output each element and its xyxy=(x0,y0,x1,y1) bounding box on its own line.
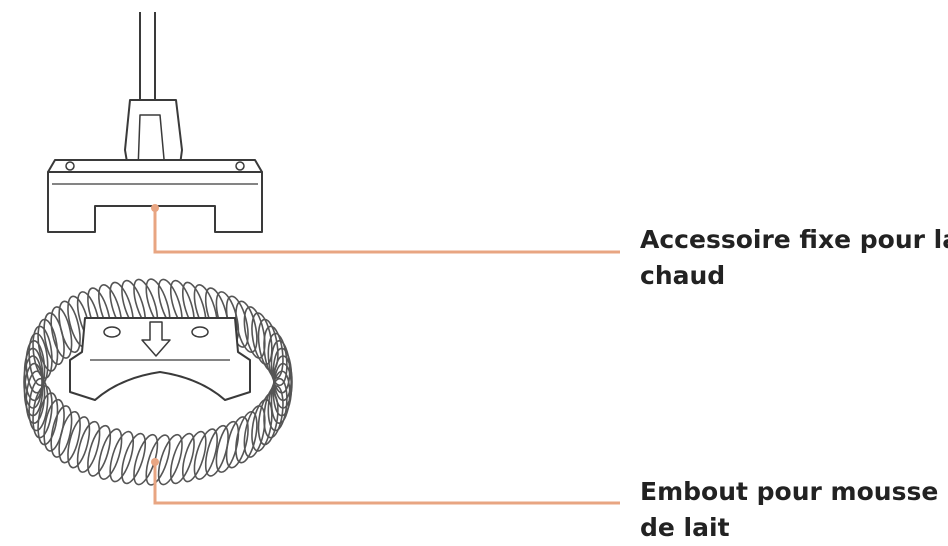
coil-loop xyxy=(43,398,65,452)
coil-loop xyxy=(67,416,91,469)
coil-loop xyxy=(28,377,49,432)
leader-line-2 xyxy=(153,462,620,505)
callout-2-line-1: Embout pour mousse xyxy=(640,477,939,506)
coil-loop xyxy=(263,325,284,379)
coil-loop xyxy=(37,318,59,372)
coil-loop xyxy=(58,300,81,354)
coil-loop xyxy=(169,432,195,485)
attachment-body xyxy=(47,171,263,233)
coil-loop xyxy=(87,424,112,477)
coil-loop xyxy=(267,332,288,387)
hot-milk-attachment-drawing xyxy=(47,12,263,233)
coil-loop xyxy=(204,424,229,477)
coil-loop xyxy=(235,410,258,464)
froth-tip-drawing xyxy=(23,278,293,486)
coil-loop xyxy=(50,306,73,359)
coil-loop xyxy=(157,433,183,486)
coil-loop xyxy=(109,430,135,483)
inner-plate xyxy=(69,317,251,401)
callout-froth-tip: Embout pour mousse de lait xyxy=(640,474,938,546)
coil-loop xyxy=(25,370,46,424)
arrow-icon xyxy=(141,321,171,357)
coil-loop xyxy=(181,430,207,483)
coil-loop xyxy=(263,385,284,439)
top-bar xyxy=(47,159,263,173)
coil-loop xyxy=(37,392,59,446)
callout-2-line-2: de lait xyxy=(640,513,730,542)
coil-loop xyxy=(76,420,101,473)
coil-loop xyxy=(272,347,293,402)
top-bar-hole-right xyxy=(235,161,245,171)
coil-loop xyxy=(145,434,171,486)
coil-loop xyxy=(50,405,73,458)
coil-loop xyxy=(243,405,266,458)
coil-spring xyxy=(23,278,293,486)
callout-1-line-1: Accessoire fixe pour lait xyxy=(640,225,948,254)
callout-hot-milk-attachment: Accessoire fixe pour lait chaud xyxy=(640,222,948,294)
coil-loop xyxy=(121,432,147,485)
plate-hole-left xyxy=(103,326,121,338)
coil-loop xyxy=(98,428,123,480)
coil-loop xyxy=(215,420,240,473)
leader-lines xyxy=(151,204,620,505)
coil-loop xyxy=(193,428,218,480)
coil-loop xyxy=(28,332,49,387)
plate-hole-right xyxy=(191,326,209,338)
top-bar-hole-left xyxy=(65,161,75,171)
leader-line-1 xyxy=(153,208,620,254)
coil-loop xyxy=(270,340,291,394)
callout-1-line-2: chaud xyxy=(640,261,726,290)
